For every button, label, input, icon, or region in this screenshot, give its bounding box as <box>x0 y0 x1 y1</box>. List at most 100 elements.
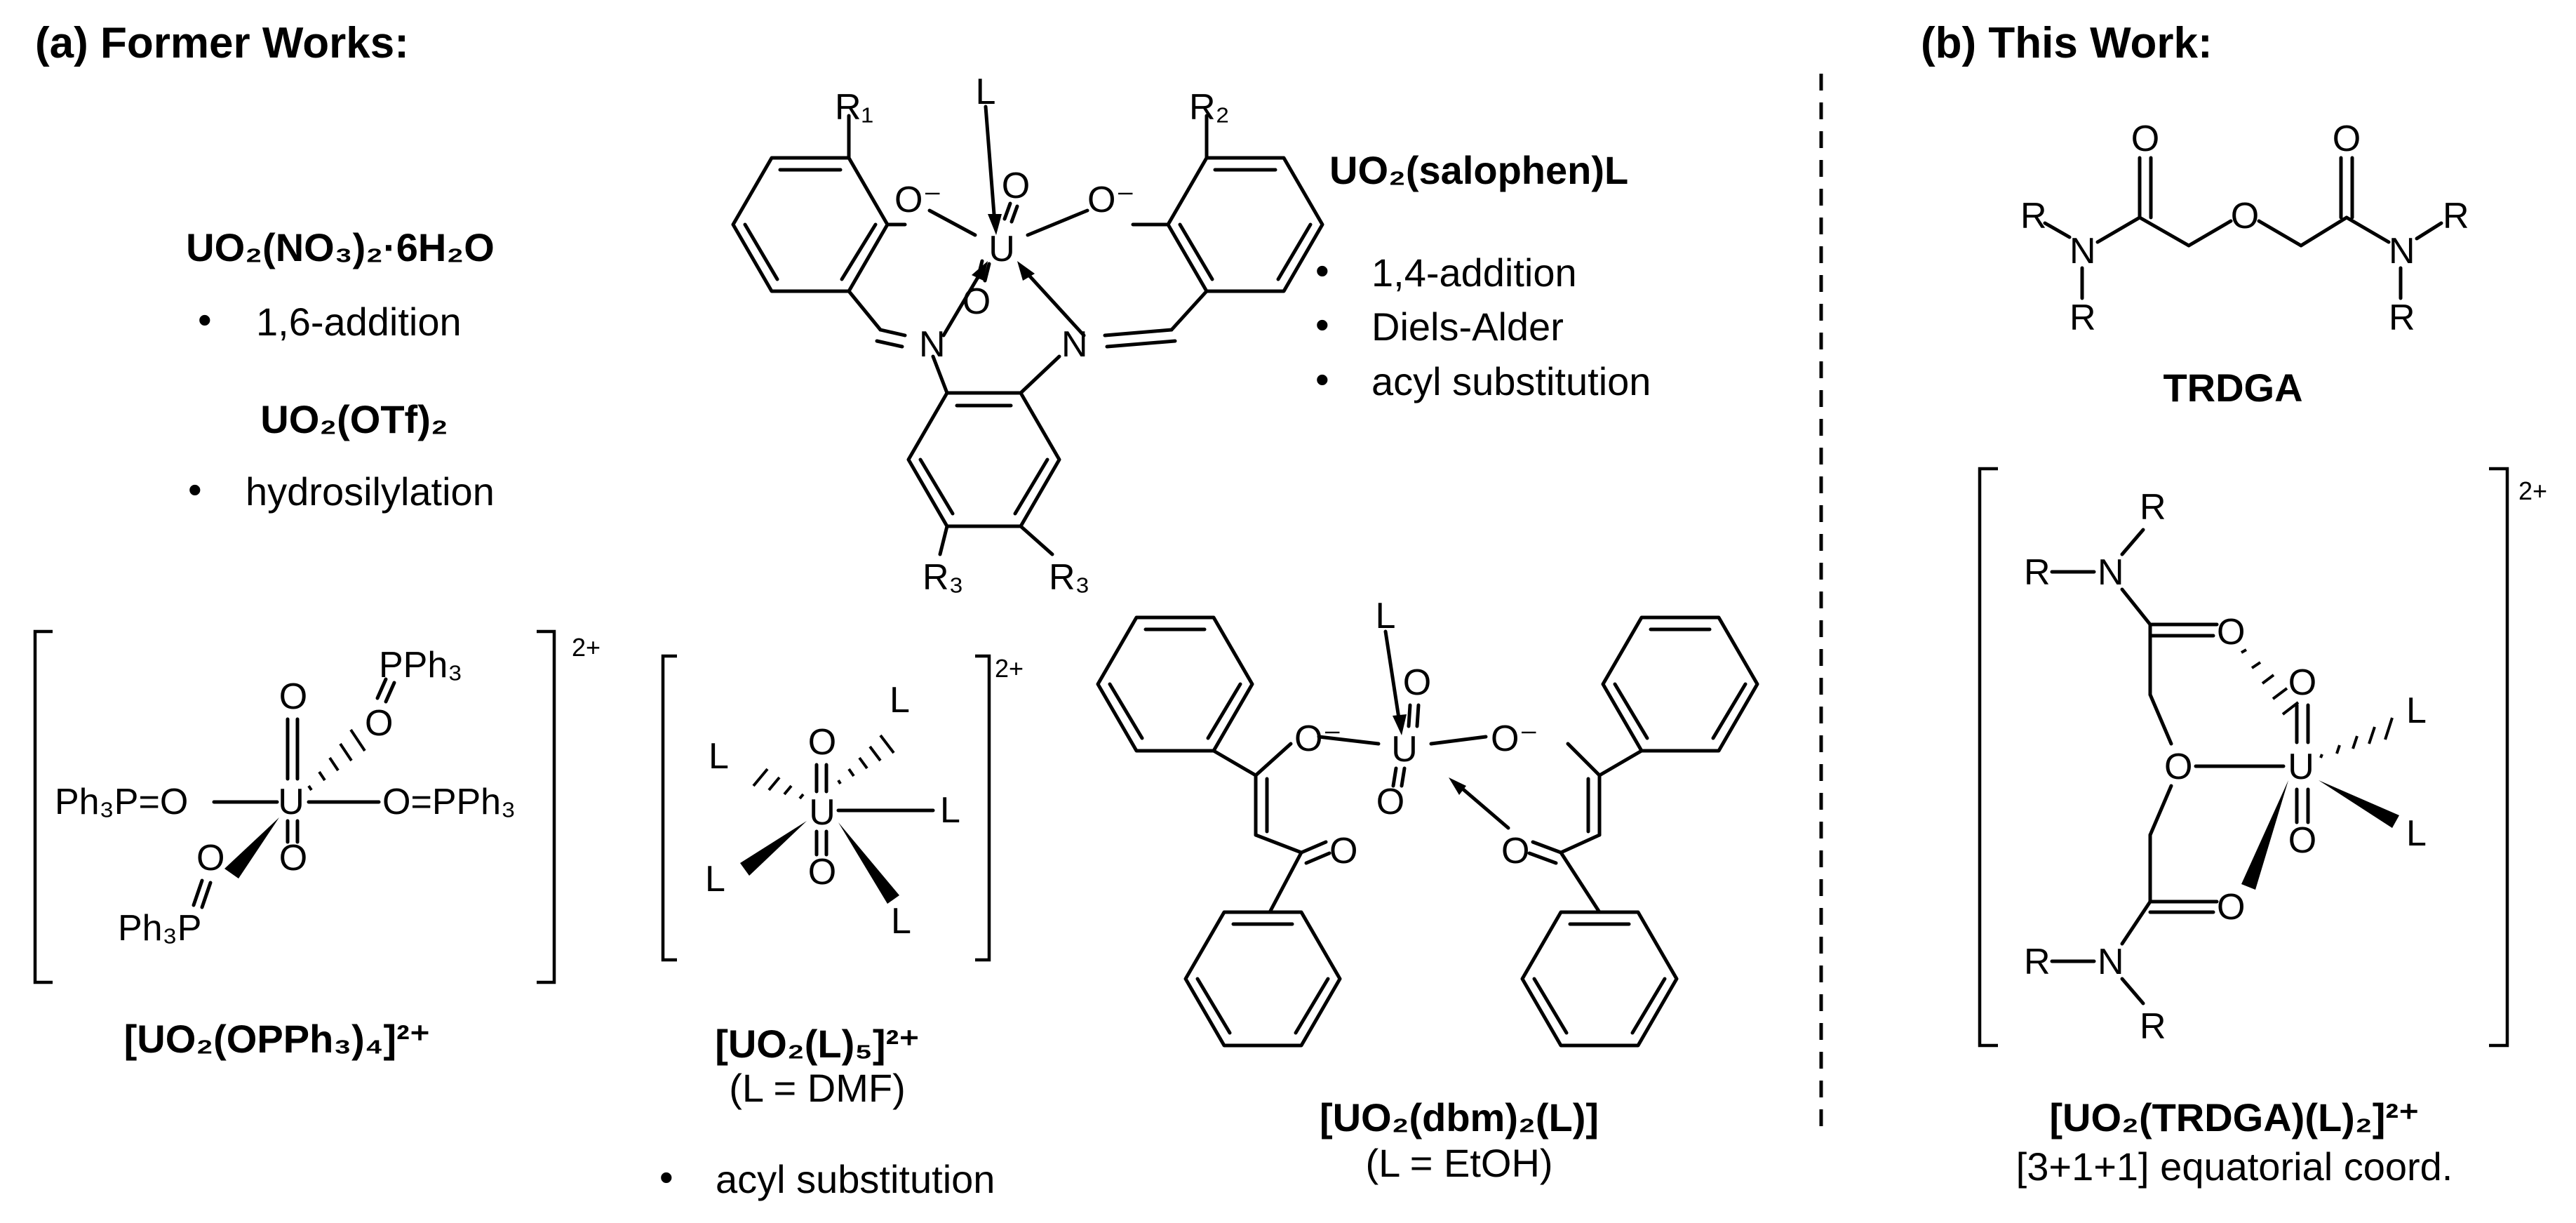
complex-name: [UO₂(TRDGA)(L)₂]²⁺ <box>2049 1095 2419 1140</box>
dmf-l-upper-right: L <box>890 680 910 721</box>
dbm-l: L <box>1376 596 1396 636</box>
complex-structure: 2+ R R N O O O N R R U O O <box>1978 467 2547 1048</box>
otf-block: UO₂(OTf)₂ • hydrosilylation <box>188 397 495 514</box>
dbm-o-right: O⁻ <box>1491 719 1538 759</box>
trdga-r-3: R <box>2443 196 2469 236</box>
complex-r-bottom-left: R <box>2024 942 2051 982</box>
opph3-o-upper: O <box>365 703 393 744</box>
trdga-name: TRDGA <box>2163 366 2302 410</box>
complex-note: [3+1+1] equatorial coord. <box>2016 1144 2453 1189</box>
panel-a-heading: (a) Former Works: <box>35 19 409 67</box>
dbm-note: (L = EtOH) <box>1365 1141 1552 1185</box>
salophen-left-ring <box>731 156 890 293</box>
opph3-bracket-right <box>537 629 556 984</box>
trdga-o-ether: O <box>2231 196 2259 236</box>
opph3-o-bottom: O <box>279 838 307 878</box>
dbm-u: U <box>1391 729 1418 770</box>
dbm-structure: U L O O O⁻ O⁻ O O <box>1096 596 1759 1048</box>
opph3-bracket-left <box>33 629 53 984</box>
salophen-o-top: O <box>1002 166 1030 206</box>
complex-charge: 2+ <box>2518 476 2547 505</box>
panel-b-heading: (b) This Work: <box>1921 19 2213 67</box>
trdga-o-right: O <box>2333 119 2361 159</box>
dmf-bracket-left <box>661 654 677 962</box>
dmf-o-top: O <box>808 722 836 763</box>
complex-bracket-right <box>2489 467 2509 1048</box>
complex-o-axial-top: O <box>2288 662 2316 703</box>
complex-r-top-left: R <box>2024 552 2051 593</box>
otf-bullet-1: hydrosilylation <box>246 469 495 514</box>
nitrate-bullet-1: 1,6-addition <box>256 300 462 344</box>
trdga-r-2: R <box>2069 298 2096 338</box>
complex-l-lower: L <box>2406 813 2427 854</box>
dmf-o-bottom: O <box>808 852 836 893</box>
salophen-o-right: O⁻ <box>1087 180 1135 220</box>
dmf-l-right: L <box>940 790 960 831</box>
dmf-l-lower-right: L <box>891 901 911 942</box>
salophen-o-bottom: O <box>962 281 991 322</box>
salophen-n-right: N <box>1061 324 1088 365</box>
opph3-name: [UO₂(OPPh₃)₄]²⁺ <box>124 1017 431 1061</box>
salophen-text: UO₂(salophen)L • 1,4-addition • Diels-Al… <box>1315 148 1651 403</box>
dbm-o-carbonyl-right: O <box>1501 831 1529 871</box>
salophen-r3-right: R₃ <box>1049 557 1090 598</box>
dmf-l-upper-left: L <box>709 736 729 777</box>
opph3-o-top: O <box>279 676 307 717</box>
complex-l-upper: L <box>2406 690 2427 731</box>
opph3-pph3-top: PPh₃ <box>379 645 462 686</box>
opph3-u: U <box>278 782 304 822</box>
dmf-name: [UO₂(L)₅]²⁺ <box>715 1022 920 1066</box>
dmf-bullet-1: acyl substitution <box>716 1157 995 1201</box>
nitrate-bullet-mark: • <box>198 298 212 342</box>
opph3-right-ligand: O=PPh₃ <box>382 782 516 822</box>
trdga-o-left: O <box>2131 119 2159 159</box>
salophen-structure: U L O O O⁻ O⁻ N N R₁ R₂ R₃ R₃ <box>731 72 1324 598</box>
complex-o-ether: O <box>2164 747 2192 787</box>
opph3-o-lower: O <box>196 838 224 878</box>
dbm-o-left: O⁻ <box>1294 719 1342 759</box>
complex-o-axial-bottom: O <box>2288 820 2316 861</box>
dmf-charge: 2+ <box>995 654 1024 683</box>
complex-r-bottom: R <box>2140 1006 2166 1047</box>
salophen-r3-left: R₃ <box>923 557 964 598</box>
opph3-charge: 2+ <box>572 633 601 662</box>
complex-o-carbonyl-top: O <box>2217 612 2245 653</box>
opph3-pph3-bottom: Ph₃P <box>118 908 201 949</box>
dmf-note: (L = DMF) <box>729 1066 905 1110</box>
dmf-l-lower-left: L <box>705 859 725 900</box>
dbm-o-bottom: O <box>1376 782 1404 822</box>
salophen-name: UO₂(salophen)L <box>1329 148 1628 192</box>
otf-bullet-mark: • <box>188 467 202 512</box>
complex-r-top: R <box>2140 487 2166 528</box>
complex-u: U <box>2288 747 2314 787</box>
dmf-u: U <box>809 792 836 833</box>
salophen-bottom-ring <box>906 391 1061 528</box>
salophen-o-left: O⁻ <box>894 180 942 220</box>
salophen-bullet-mark-3: • <box>1315 357 1329 401</box>
dbm-o-top: O <box>1403 662 1431 703</box>
complex-n-bottom: N <box>2098 942 2124 982</box>
salophen-r1: R₁ <box>835 87 873 128</box>
salophen-l: L <box>976 72 996 112</box>
salophen-bullet-mark-1: • <box>1315 248 1329 293</box>
complex-o-carbonyl-bottom: O <box>2217 887 2245 928</box>
trdga-n-left: N <box>2069 231 2096 272</box>
salophen-n-left: N <box>919 324 946 365</box>
complex-bracket-left <box>1978 467 1998 1048</box>
salophen-u: U <box>988 229 1015 269</box>
opph3-left-ligand: Ph₃P=O <box>55 782 188 822</box>
dbm-name: [UO₂(dbm)₂(L)] <box>1320 1095 1599 1140</box>
trdga-r-1: R <box>2020 196 2047 236</box>
salophen-right-ring <box>1166 156 1324 293</box>
salophen-bullet-3: acyl substitution <box>1371 359 1651 403</box>
salophen-r2: R₂ <box>1189 87 1230 128</box>
trdga-structure: R N R O O O N R R <box>2020 119 2469 338</box>
salophen-bullet-1: 1,4-addition <box>1371 250 1577 295</box>
complex-n-top: N <box>2098 552 2124 593</box>
dmf-bracket-right <box>975 654 991 962</box>
dbm-o-carbonyl-left: O <box>1329 831 1357 871</box>
salophen-bullet-mark-2: • <box>1315 302 1329 347</box>
trdga-r-4: R <box>2389 298 2415 338</box>
trdga-n-right: N <box>2389 231 2415 272</box>
